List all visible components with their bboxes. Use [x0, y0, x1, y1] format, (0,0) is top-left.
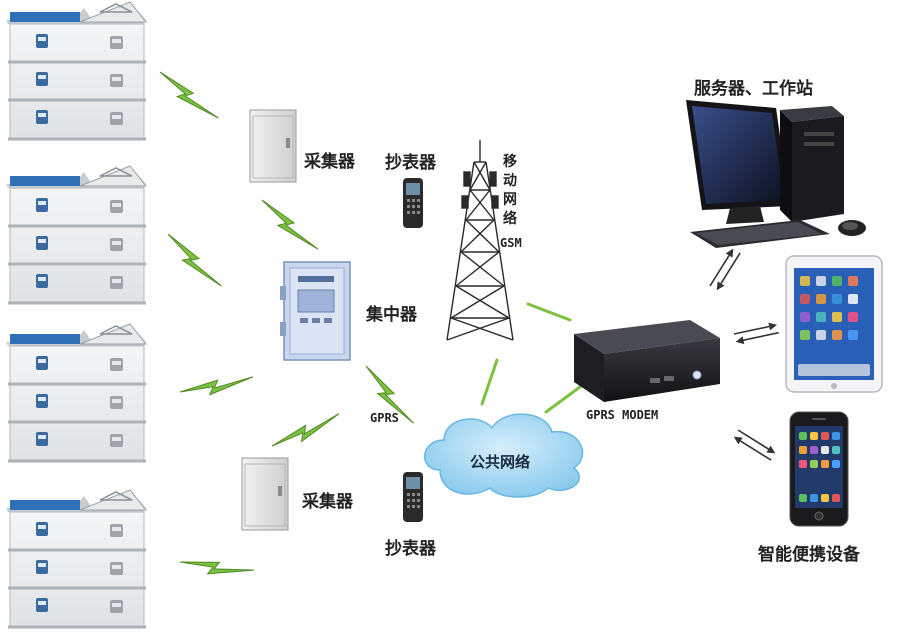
collector-top [249, 109, 297, 183]
server-workstation-label: 服务器、工作站 [694, 79, 813, 99]
wireless-bolt-2 [257, 199, 323, 250]
reader-top-label: 抄表器 [385, 153, 436, 173]
server-workstation [686, 100, 866, 248]
gprs-label: GPRS [370, 411, 399, 425]
gsm-label: GSM [500, 236, 522, 250]
wireless-bolt-3 [161, 233, 228, 287]
gprs-modem-label: GPRS MODEM [586, 408, 659, 422]
tablet-device [785, 255, 883, 393]
building-3 [4, 322, 148, 464]
collector-top-label: 采集器 [304, 152, 355, 172]
wireless-bolt-4 [179, 346, 254, 422]
arrow-modem-phone [730, 425, 779, 465]
reader-bottom-label: 抄表器 [385, 539, 436, 559]
public-network-label: 公共网络 [470, 453, 531, 471]
public-network-cloud [423, 413, 584, 498]
wireless-bolt-5 [271, 392, 340, 468]
wireless-bolt-6 [179, 531, 255, 601]
wireless-bolt-1 [157, 71, 221, 119]
concentrator-label: 集中器 [366, 305, 417, 325]
concentrator-device [280, 261, 351, 361]
arrow-modem-server [705, 245, 745, 294]
building-1 [4, 0, 148, 142]
network-links [480, 302, 586, 414]
arrow-modem-tablet [732, 320, 781, 347]
building-2 [4, 164, 148, 306]
smartphone-device [789, 411, 849, 527]
collector-bottom-label: 采集器 [302, 492, 353, 512]
mobile-network-label: 移 动 网 络 [503, 154, 517, 227]
gsm-tower [446, 140, 514, 341]
building-4 [4, 488, 148, 630]
reader-top [403, 178, 423, 228]
gprs-modem-device [574, 320, 720, 402]
smart-portable-devices-label: 智能便携设备 [758, 545, 860, 565]
reader-bottom [403, 472, 423, 522]
collector-bottom [241, 457, 289, 531]
